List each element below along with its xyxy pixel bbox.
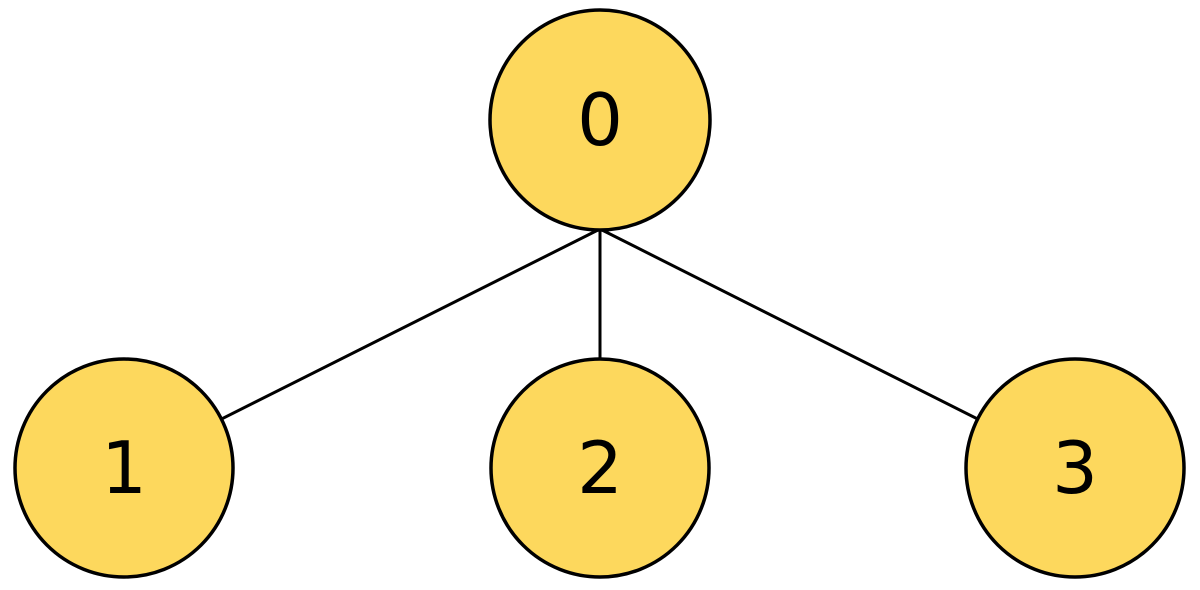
node-circle [488, 8, 712, 232]
node-3: 3 [964, 357, 1186, 579]
node-0: 0 [488, 8, 712, 232]
node-circle [964, 357, 1186, 579]
node-1: 1 [13, 357, 235, 579]
node-circle [13, 357, 235, 579]
node-circle [489, 357, 711, 579]
node-2: 2 [489, 357, 711, 579]
